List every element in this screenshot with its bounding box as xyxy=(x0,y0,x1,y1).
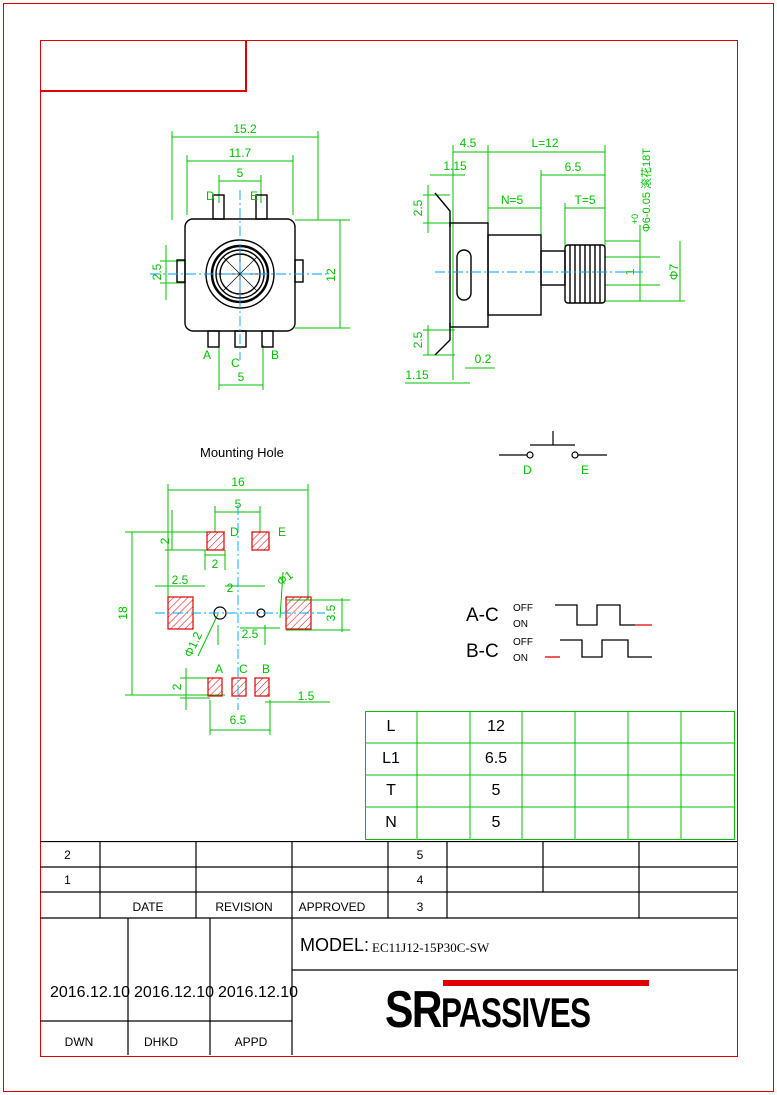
shaft-note: Φ6-0.05 滚花18T xyxy=(639,148,653,232)
param-l-name: L xyxy=(386,718,396,735)
mh-label-d: D xyxy=(230,525,239,539)
shaft-tolerance: +0 xyxy=(630,214,640,224)
param-l1-name: L1 xyxy=(382,750,400,767)
corner-box xyxy=(40,40,247,92)
header-3: 3 xyxy=(416,899,424,914)
dim-2-5: 2.5 xyxy=(150,263,164,280)
param-t-value: 5 xyxy=(491,782,501,799)
mh-dim-phi1: Φ1 xyxy=(274,568,296,589)
mh-dim-2-bottom: 2 xyxy=(170,683,184,690)
mh-label-b: B xyxy=(262,662,270,676)
dim-phi7: Φ7 xyxy=(667,264,681,281)
switch-label-e: E xyxy=(581,463,589,477)
dim-1-15-bottom: 1.15 xyxy=(405,368,429,382)
header-date: DATE xyxy=(132,899,164,914)
param-l1-value: 6.5 xyxy=(484,750,508,767)
param-n-name: N xyxy=(385,814,397,831)
brand-red-bar xyxy=(443,980,649,986)
dim-t-5: T=5 xyxy=(574,193,595,207)
rev-row-2-num: 2 xyxy=(64,847,71,862)
pin-label-e: E xyxy=(250,189,258,203)
rev-row-2-right: 5 xyxy=(416,847,424,862)
mh-dim-2-5-mid: 2.5 xyxy=(242,627,259,641)
timing-b-c-off: OFF xyxy=(513,637,533,648)
mh-dim-16: 16 xyxy=(231,475,245,489)
dim-l-12: L=12 xyxy=(531,136,558,150)
mh-dim-2-mid: 2 xyxy=(212,557,219,571)
side-view-drawing: 4.5 L=12 1.15 6.5 N=5 T=5 2.5 2.5 0.2 1.… xyxy=(405,136,685,384)
date-dwn: 2016.12.10 xyxy=(49,984,131,1001)
param-l-value: 12 xyxy=(487,718,505,735)
timing-a-c: A-C xyxy=(466,605,499,626)
dim-1-15-top: 1.15 xyxy=(443,159,467,173)
dim-12: 12 xyxy=(324,268,338,282)
dim-4-5: 4.5 xyxy=(460,136,477,150)
rev-row-1-num: 1 xyxy=(64,872,71,887)
role-dwn: DWN xyxy=(64,1035,94,1049)
mh-dim-6-5: 6.5 xyxy=(230,713,247,727)
mounting-hole-title: Mounting Hole xyxy=(200,445,284,460)
timing-b-c: B-C xyxy=(466,641,499,662)
role-dhkd: DHKD xyxy=(143,1035,178,1049)
param-t-name: T xyxy=(386,782,396,799)
mh-dim-2-top: 2 xyxy=(158,537,172,544)
dim-0-2: 0.2 xyxy=(475,352,492,366)
param-table-grid xyxy=(365,711,735,840)
timing-a-c-on: ON xyxy=(513,619,528,630)
inner-frame xyxy=(40,40,738,1057)
dim-5-top: 5 xyxy=(237,166,244,180)
dim-5-bottom: 5 xyxy=(238,370,245,384)
timing-b-c-on: ON xyxy=(513,653,528,664)
outer-frame xyxy=(3,3,774,1092)
timing-a-c-off: OFF xyxy=(513,603,533,614)
dim-2-5-bottom: 2.5 xyxy=(411,331,425,348)
brand-logo: SRPASSIVES xyxy=(385,980,655,1040)
title-block-grid xyxy=(40,841,737,1055)
mh-label-c: C xyxy=(239,662,248,676)
mh-dim-5: 5 xyxy=(235,497,242,511)
timing-diagram: A-C OFF ON B-C OFF ON xyxy=(466,603,652,664)
mh-dim-3-5: 3.5 xyxy=(324,604,338,621)
dim-2-5-top: 2.5 xyxy=(411,199,425,216)
dim-6-5: 6.5 xyxy=(565,160,582,174)
mh-label-a: A xyxy=(215,662,223,676)
front-view-drawing: 15.2 11.7 5 12 2.5 5 D E A C B xyxy=(150,122,350,390)
date-dhkd: 2016.12.10 xyxy=(133,984,215,1001)
dim-15-2: 15.2 xyxy=(233,122,257,136)
date-appd: 2016.12.10 xyxy=(217,984,299,1001)
dim-n-5: N=5 xyxy=(501,193,524,207)
mounting-hole-drawing: 16 5 18 2 2 2.5 2 Φ1 3.5 2.5 Φ1.2 2 1.5 … xyxy=(116,475,350,735)
pin-label-a: A xyxy=(203,348,211,362)
mh-dim-2-5-left: 2.5 xyxy=(172,573,189,587)
model-label: MODEL: xyxy=(300,935,370,955)
role-appd: APPD xyxy=(234,1035,268,1049)
pin-label-c: C xyxy=(231,356,240,370)
mh-dim-1-5: 1.5 xyxy=(298,689,315,703)
brand-passives: PASSIVES xyxy=(441,989,591,1036)
mh-dim-phi1-2: Φ1.2 xyxy=(181,629,205,659)
dim-1: 1 xyxy=(623,268,637,275)
mh-dim-18: 18 xyxy=(116,606,130,620)
rev-row-1-right: 4 xyxy=(416,872,424,887)
brand-sr: SR xyxy=(385,981,443,1039)
param-n-value: 5 xyxy=(491,814,501,831)
header-revision: REVISION xyxy=(215,899,273,914)
pin-label-b: B xyxy=(271,348,279,362)
switch-symbol: D E xyxy=(499,431,607,477)
mh-label-e: E xyxy=(278,525,286,539)
pin-label-d: D xyxy=(206,189,215,203)
dim-11-7: 11.7 xyxy=(229,146,252,160)
switch-label-d: D xyxy=(523,463,532,477)
mh-dim-2-center: 2 xyxy=(227,581,234,595)
model-value: EC11J12-15P30C-SW xyxy=(372,940,490,955)
header-approved: APPROVED xyxy=(298,899,366,914)
